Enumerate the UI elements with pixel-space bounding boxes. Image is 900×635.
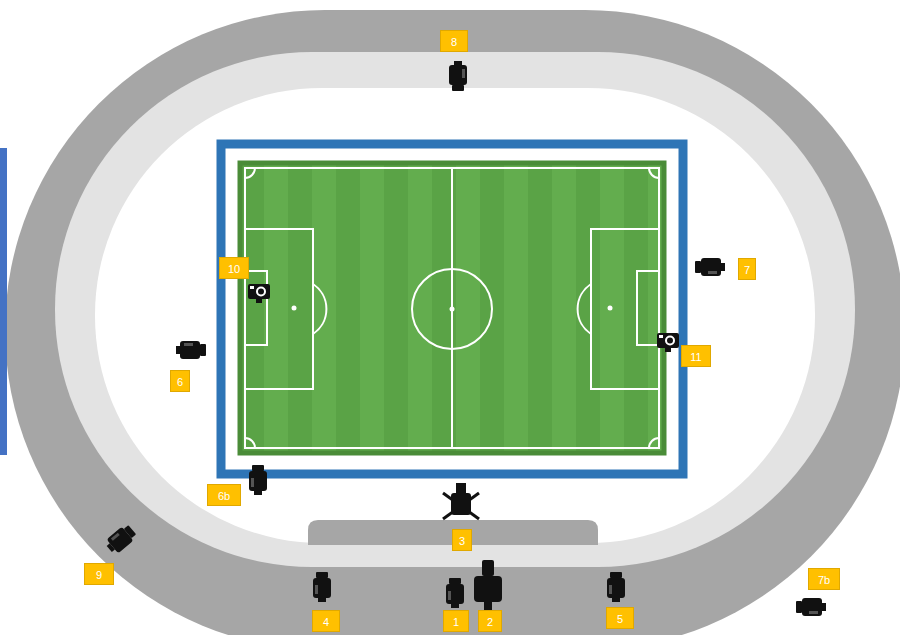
callout-number: 6	[170, 370, 190, 392]
callout-number: 3	[452, 529, 472, 551]
callout-number: 6b	[207, 484, 241, 506]
callout-number: 10	[219, 257, 249, 279]
callout-number: 4	[312, 610, 340, 632]
callout-number: 8	[440, 30, 468, 52]
callout-number: 11	[681, 345, 711, 367]
callout-number: 1	[443, 610, 469, 632]
callout-number: 2	[478, 610, 502, 632]
callout-number: 5	[606, 607, 634, 629]
callout-number: 7	[738, 258, 756, 280]
callout-number: 9	[84, 563, 114, 585]
callout-number: 7b	[808, 568, 840, 590]
